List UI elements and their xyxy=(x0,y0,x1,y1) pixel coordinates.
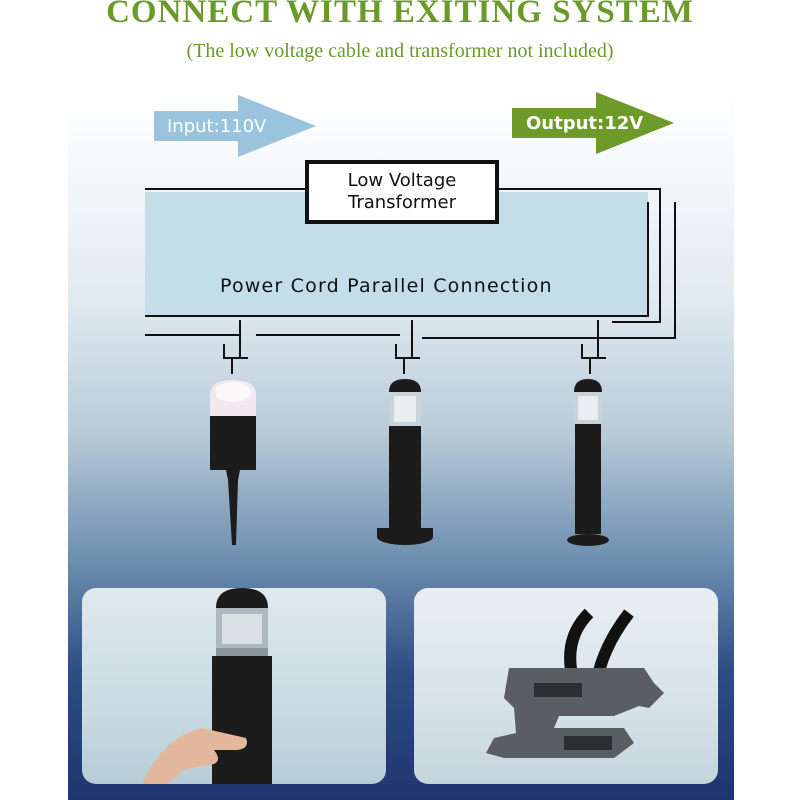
hand-holding-bollard-photo xyxy=(82,588,386,784)
power-cord-label: Power Cord Parallel Connection xyxy=(220,275,553,297)
transformer-line-1: Low Voltage xyxy=(347,170,457,191)
spike-light-icon xyxy=(210,380,256,545)
input-arrow-icon xyxy=(154,95,316,157)
output-arrow: Output:12V xyxy=(512,92,674,154)
transformer-line-2: Transformer xyxy=(347,192,456,213)
cord-top-right-line xyxy=(499,188,661,323)
bollard-light-icon xyxy=(377,379,433,545)
cord-inner-line xyxy=(145,202,649,317)
input-arrow-label: Input:110V xyxy=(167,115,267,137)
input-arrow: Input:110V xyxy=(154,95,316,157)
page-subtitle: (The low voltage cable and transformer n… xyxy=(186,40,614,62)
transformer-box: Low Voltage Transformer xyxy=(305,160,499,224)
output-arrow-icon xyxy=(512,92,674,154)
output-arrow-label: Output:12V xyxy=(526,112,644,134)
bollard-light-icon xyxy=(567,379,609,546)
cable-connector-photo xyxy=(414,588,718,784)
page-title: CONNECT WITH EXITING SYSTEM xyxy=(106,0,694,30)
